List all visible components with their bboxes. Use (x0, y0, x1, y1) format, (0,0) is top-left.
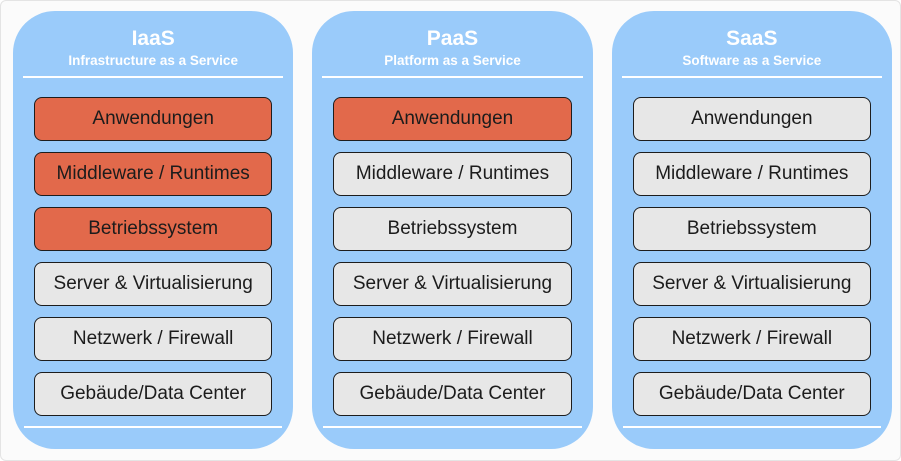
layer-stack: Anwendungen Middleware / Runtimes Betrie… (632, 96, 871, 416)
column-title: IaaS (131, 27, 175, 50)
layer-label: Anwendungen (391, 107, 514, 129)
header-divider (621, 75, 882, 78)
layer-box-middleware: Middleware / Runtimes (333, 151, 572, 196)
column-title: SaaS (726, 27, 778, 50)
layer-label: Gebäude/Data Center (60, 382, 247, 404)
footer-divider (24, 425, 283, 428)
layer-box-anwendungen: Anwendungen (333, 96, 572, 141)
column-header: IaaS Infrastructure as a Service (23, 27, 284, 78)
layer-label: Middleware / Runtimes (355, 162, 550, 184)
layer-label: Netzwerk / Firewall (372, 327, 533, 349)
layer-label: Server & Virtualisierung (352, 272, 553, 294)
layer-box-netzwerk: Netzwerk / Firewall (34, 316, 273, 361)
column-paas: PaaS Platform as a Service Anwendungen M… (312, 11, 593, 449)
layer-box-netzwerk: Netzwerk / Firewall (333, 316, 572, 361)
column-iaas: IaaS Infrastructure as a Service Anwendu… (13, 11, 294, 449)
header-divider (23, 75, 284, 78)
column-title: PaaS (426, 27, 479, 50)
layer-label: Gebäude/Data Center (658, 382, 845, 404)
column-header: SaaS Software as a Service (621, 27, 882, 78)
layer-box-anwendungen: Anwendungen (34, 96, 273, 141)
column-saas: SaaS Software as a Service Anwendungen M… (611, 11, 892, 449)
layer-box-server: Server & Virtualisierung (34, 261, 273, 306)
layer-box-server: Server & Virtualisierung (333, 261, 572, 306)
layer-stack: Anwendungen Middleware / Runtimes Betrie… (333, 96, 572, 416)
layer-label: Netzwerk / Firewall (72, 327, 234, 349)
layer-box-betriebssystem: Betriebssystem (632, 206, 871, 251)
header-divider (322, 75, 583, 78)
column-subtitle: Infrastructure as a Service (68, 53, 238, 69)
layer-label: Netzwerk / Firewall (671, 327, 833, 349)
layer-label: Server & Virtualisierung (652, 272, 852, 294)
layer-box-gebaeude: Gebäude/Data Center (632, 371, 871, 416)
layer-box-gebaeude: Gebäude/Data Center (333, 371, 572, 416)
layer-box-gebaeude: Gebäude/Data Center (34, 371, 273, 416)
layer-label: Server & Virtualisierung (53, 272, 253, 294)
layer-box-server: Server & Virtualisierung (632, 261, 871, 306)
layer-label: Middleware / Runtimes (56, 162, 250, 184)
column-subtitle: Platform as a Service (384, 53, 521, 69)
layer-label: Betriebssystem (686, 217, 817, 239)
column-header: PaaS Platform as a Service (322, 27, 583, 78)
layer-box-netzwerk: Netzwerk / Firewall (632, 316, 871, 361)
layer-box-middleware: Middleware / Runtimes (632, 151, 871, 196)
layer-box-betriebssystem: Betriebssystem (34, 206, 273, 251)
layer-box-betriebssystem: Betriebssystem (333, 206, 572, 251)
layer-box-middleware: Middleware / Runtimes (34, 151, 273, 196)
layer-label: Betriebssystem (88, 217, 219, 239)
footer-divider (323, 425, 582, 428)
layer-stack: Anwendungen Middleware / Runtimes Betrie… (34, 96, 273, 416)
layer-label: Middleware / Runtimes (655, 162, 849, 184)
layer-box-anwendungen: Anwendungen (632, 96, 871, 141)
layer-label: Anwendungen (92, 107, 214, 129)
layer-label: Betriebssystem (387, 217, 518, 239)
footer-divider (622, 425, 881, 428)
layer-label: Gebäude/Data Center (359, 382, 546, 404)
column-subtitle: Software as a Service (682, 53, 822, 69)
layer-label: Anwendungen (691, 107, 813, 129)
